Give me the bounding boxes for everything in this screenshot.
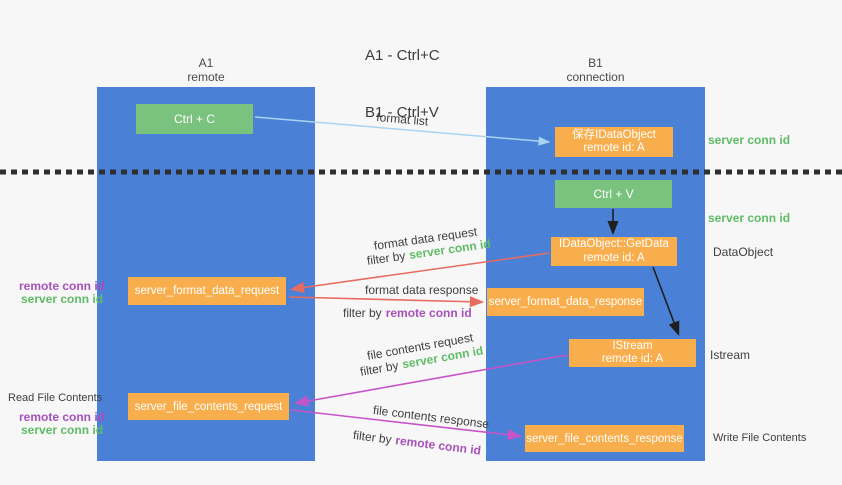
ctrl-c-box: Ctrl + C	[136, 104, 253, 134]
write-file-contents-label: Write File Contents	[713, 432, 807, 444]
istream-box: IStream remote id: A	[569, 339, 696, 367]
server-conn-id-label-mid: server conn id	[708, 211, 791, 225]
filter-by-text: filter by	[366, 248, 407, 268]
lane-b1-name: B1	[588, 56, 603, 70]
read-file-contents-label: Read File Contents	[8, 392, 103, 404]
filter-by-text: filter by	[352, 428, 393, 447]
lane-b1-subtitle: connection	[566, 70, 625, 84]
remote-conn-id-label-2: remote conn id	[19, 410, 106, 424]
getdata-line2: remote id: A	[583, 251, 645, 264]
server-format-data-request-box: server_format_data_request	[128, 277, 286, 305]
format-data-response-label: format data response	[365, 283, 479, 297]
remote-conn-id-inline: remote conn id	[394, 433, 482, 458]
istream-label: Istream	[710, 348, 751, 362]
save-dataobject-line1: 保存IDataObject	[572, 128, 656, 141]
filter-by-text: filter by	[359, 358, 400, 379]
server-file-contents-request-box: server_file_contents_request	[128, 393, 289, 420]
lane-header-a1: A1 remote	[97, 56, 315, 84]
ctrl-v-box: Ctrl + V	[555, 180, 672, 208]
remote-conn-id-inline: remote conn id	[385, 306, 472, 320]
getdata-box: IDataObject::GetData remote id: A	[551, 237, 677, 266]
remote-conn-id-label-1: remote conn id	[19, 279, 106, 293]
server-conn-id-label-left-2: server conn id	[21, 423, 104, 437]
save-dataobject-box: 保存IDataObject remote id: A	[555, 127, 673, 157]
format-data-response-arrow	[288, 296, 485, 308]
istream-line2: remote id: A	[601, 353, 664, 365]
getdata-line1: IDataObject::GetData	[559, 238, 669, 250]
lane-a1-name: A1	[198, 56, 214, 70]
server-conn-id-label-top: server conn id	[708, 133, 791, 147]
title-line-1: A1 - Ctrl+C	[365, 47, 440, 64]
server-file-contents-response-box: server_file_contents_response	[525, 425, 684, 452]
save-dataobject-line2: remote id: A	[583, 142, 645, 154]
diagram-title: A1 - Ctrl+C B1 - Ctrl+V	[365, 8, 440, 160]
dataobject-label: DataObject	[713, 245, 774, 259]
lane-a1-subtitle: remote	[187, 70, 225, 84]
server-conn-id-label-left-1: server conn id	[21, 292, 104, 306]
istream-line1: IStream	[612, 339, 653, 352]
file-contents-response-label: file contents response	[372, 403, 490, 432]
filter-by-text: filter by	[343, 306, 382, 320]
lane-header-b1: B1 connection	[486, 56, 705, 84]
server-format-data-response-box: server_format_data_response	[487, 288, 644, 316]
